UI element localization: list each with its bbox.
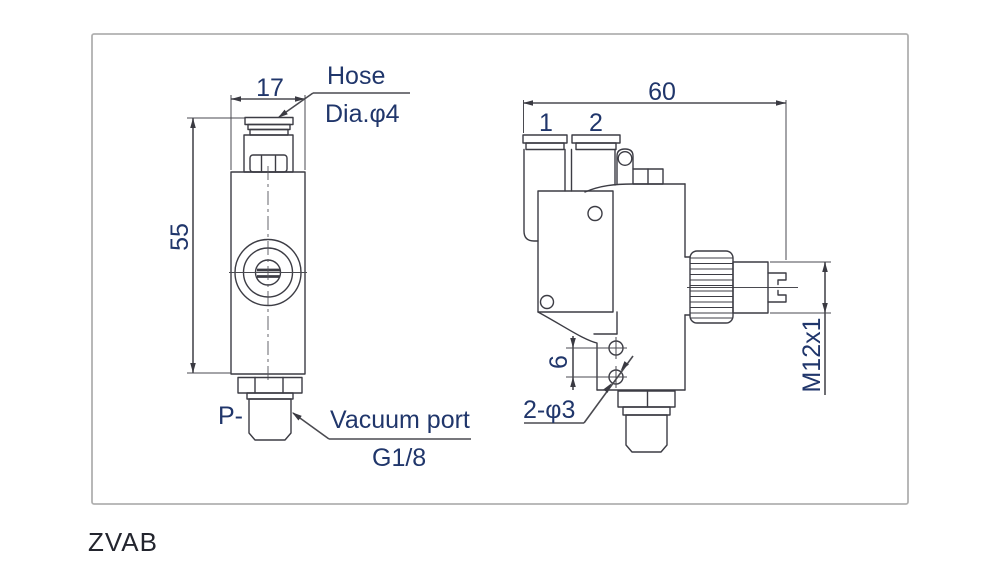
hose-label-line2: Dia.φ4 <box>325 100 400 128</box>
arrowhead <box>292 412 302 421</box>
arrowhead <box>620 361 629 371</box>
vacuum-port-front <box>617 390 676 453</box>
dimension-height-55: 55 <box>166 117 246 374</box>
product-code-caption: ZVAB <box>88 527 158 557</box>
dim-17-label: 17 <box>256 74 284 102</box>
dim-55-label: 55 <box>166 223 194 251</box>
arrowhead <box>231 96 241 102</box>
port-prefix-label: P- <box>218 402 243 430</box>
mounting-tab <box>616 148 634 185</box>
dimension-width-60: 60 <box>523 78 787 260</box>
front-view: 60 1 2 6 2-φ3 M12x1 <box>522 78 831 453</box>
valve-body-front <box>537 183 691 391</box>
dimension-m12x1: M12x1 <box>770 261 831 395</box>
arrowhead <box>822 262 828 272</box>
top-hex-nut <box>632 168 664 185</box>
arrowhead <box>822 303 828 313</box>
arrowhead <box>278 109 288 118</box>
dim-60-label: 60 <box>648 78 676 106</box>
arrowhead <box>190 363 196 373</box>
hose-callout: Hose Dia.φ4 <box>278 62 410 128</box>
port-thread-label: G1/8 <box>372 444 426 472</box>
port-2-label: 2 <box>589 109 603 137</box>
adjustment-knob <box>687 250 798 324</box>
arrowhead <box>776 100 786 106</box>
port-1-label: 1 <box>539 109 553 137</box>
dimension-hole-pitch-6: 6 <box>545 336 607 390</box>
hose-label-line1: Hose <box>327 62 385 90</box>
arrowhead <box>570 377 576 387</box>
vacuum-port-side <box>237 376 303 441</box>
m12-connector <box>732 261 787 314</box>
dimension-width-17: 17 <box>230 74 306 170</box>
dim-6-label: 6 <box>545 355 573 369</box>
arrowhead <box>570 338 576 348</box>
arrowhead <box>295 96 305 102</box>
vacuum-port-callout: P- Vacuum port G1/8 <box>218 402 471 472</box>
drawing-frame <box>91 33 909 505</box>
push-in-fitting-1 <box>522 134 568 242</box>
front-panel <box>537 190 614 313</box>
push-in-fitting-2 <box>570 134 621 192</box>
holes-callout: 2-φ3 <box>523 355 634 424</box>
holes-label: 2-φ3 <box>523 396 575 424</box>
arrowhead <box>190 118 196 128</box>
arrowhead <box>603 383 612 393</box>
dim-m12x1-label: M12x1 <box>798 317 826 392</box>
arrowhead <box>523 100 533 106</box>
hose-fitting <box>243 116 294 173</box>
side-view: 17 55 Hose Dia.φ4 P- Vacuum port G1/8 <box>166 62 471 472</box>
vacuum-port-label: Vacuum port <box>330 406 470 434</box>
mounting-holes <box>605 337 627 388</box>
